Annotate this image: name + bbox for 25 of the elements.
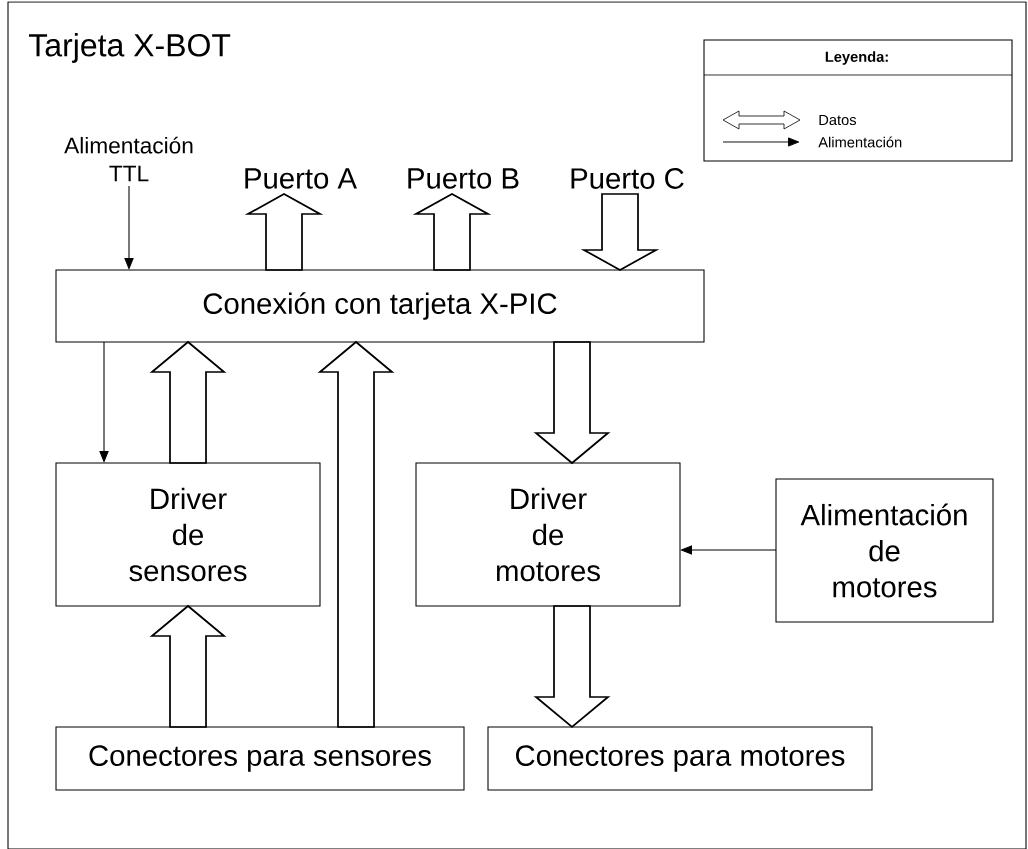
power-arrow [124,185,134,270]
block-box: Driver de motores [415,462,681,607]
signal-label: Puerto A [245,168,357,189]
data-arrow [244,193,324,271]
block-box: Driver de sensores [55,462,321,607]
title: Tarjeta X-BOT [29,33,231,63]
power-arrow [99,341,109,463]
block-box: Alimentación de motores [775,478,994,623]
data-arrow [149,340,227,464]
data-arrow [533,605,611,729]
legend-text: Datos [819,114,857,126]
data-arrow [580,193,660,271]
power-arrow [680,545,777,555]
data-arrow [533,341,611,465]
data-arrow [317,340,395,728]
block-box: Conectores para motores [487,726,873,791]
legend-heading: Leyenda: [825,51,888,65]
block-box: Conectores para sensores [55,726,465,791]
legend-text: Alimentación [818,136,902,148]
block-box: Conexión con tarjeta X-PIC [55,269,705,343]
signal-label: Puerto B [408,168,519,189]
data-arrow [412,193,492,271]
data-arrow [149,604,227,728]
signal-label: Puerto C [571,168,684,189]
signal-label: Alimentación TTL [64,136,193,182]
